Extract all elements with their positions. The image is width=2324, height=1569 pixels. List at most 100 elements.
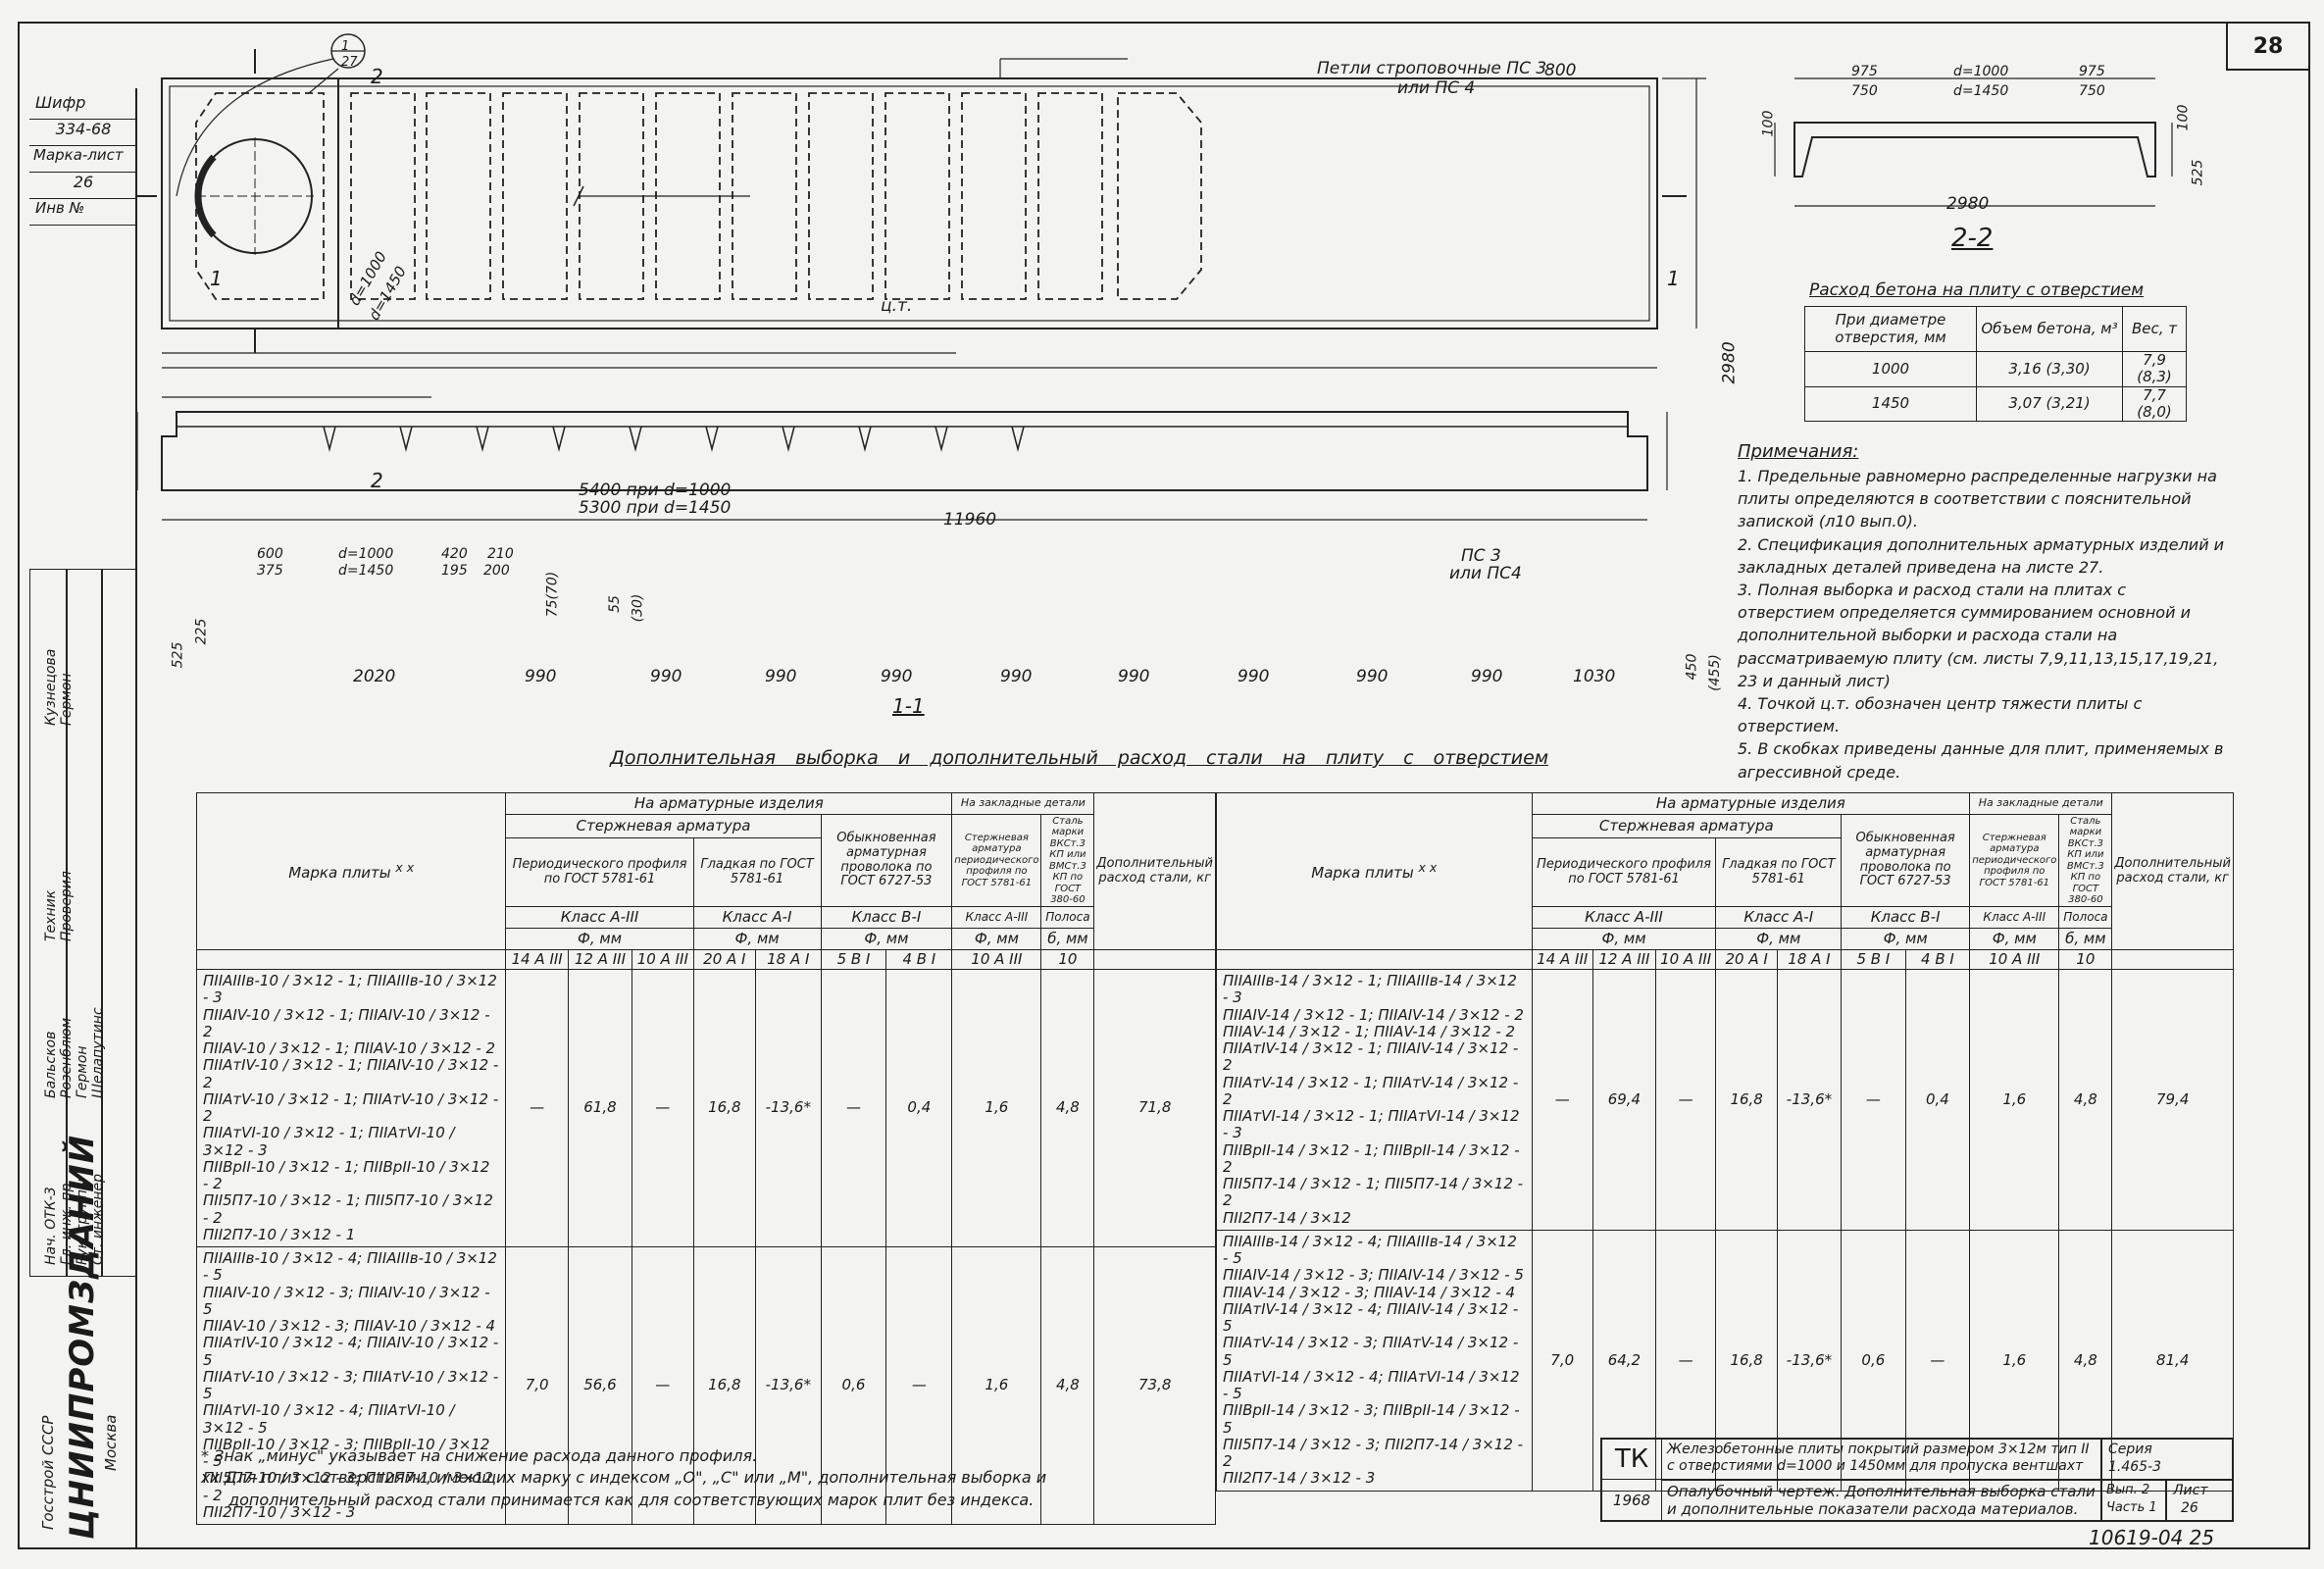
plate-mark: ПIIВрII-10 / 3×12 - 5 xyxy=(203,1435,490,1470)
s22-dim-750: 750 xyxy=(1851,83,1878,99)
h-class-a1: Класс А-I xyxy=(692,906,822,929)
plate-mark: ПIIАIIIв-14 / 3×12 - 3 xyxy=(1223,972,1517,1007)
plate-mark: ПII2П7-10 / 3×12 - 2 xyxy=(203,1469,493,1504)
h-periodic: Периодического профиля по ГОСТ 5781-61 xyxy=(1531,837,1717,907)
value-cell: — xyxy=(820,969,887,1247)
sheet-label: Лист xyxy=(2173,1483,2208,1498)
footnote-2: xx Для плит с отверстиями, имеющих марку… xyxy=(201,1468,1047,1488)
h-delta: б, мм xyxy=(2058,928,2113,950)
h-armature: На арматурные изделия xyxy=(505,792,953,815)
cipher-stamp: Шифр 334-68 Марка-лист 26 Инв № xyxy=(29,93,137,226)
s11-ps-label-2: или ПС4 xyxy=(1449,564,1522,583)
cipher-value: 334-68 xyxy=(29,120,137,146)
plate-mark: ПIIАIIIв-14 / 3×12 - 1; xyxy=(1223,972,1388,989)
plate-mark: ПIIАтVI-14 / 3×12 - 3 xyxy=(1223,1107,1520,1142)
s11-dim-450: 450 xyxy=(1684,653,1700,681)
value-cell: -13,6* xyxy=(1776,1229,1843,1492)
series-label: Серия xyxy=(2108,1442,2152,1457)
plate-mark: ПIIАIIIв-14 / 3×12 - 4; xyxy=(1223,1232,1388,1250)
concrete-row: 1450 3,07 (3,21) 7,7 (8,0) xyxy=(1804,385,2187,422)
plate-mark: ПIIАV-10 / 3×12 - 3; xyxy=(203,1317,354,1335)
mark-line: ПIIАтV-10 / 3×12 - 1; ПIIАтV-10 / 3×12 -… xyxy=(203,1090,499,1126)
s11-dim-990-7: 990 xyxy=(1238,667,1270,686)
dim-5400: 5400 при d=1000 xyxy=(579,481,732,500)
s11-dim-30: (30) xyxy=(630,593,646,623)
series-value: 1.465-3 xyxy=(2108,1459,2162,1475)
section-mark-1-left: 1 xyxy=(210,267,223,290)
h-phi: Ф, мм xyxy=(505,928,694,950)
section-mark-1-right: 1 xyxy=(1667,267,1680,290)
concrete-table: При диаметре отверстия, мм Объем бетона,… xyxy=(1804,306,2187,422)
sub: 10 А III xyxy=(632,949,694,970)
footnotes: * Знак „минус" указывает на снижение рас… xyxy=(201,1445,1046,1511)
value-cell: 1,6 xyxy=(951,969,1042,1247)
mark-line: ПIIВрII-10 / 3×12 - 1; ПIIВрII-10 / 3×12… xyxy=(203,1157,499,1193)
mark-line: ПIIАтV-14 / 3×12 - 1; ПIIАтV-14 / 3×12 -… xyxy=(1223,1073,1526,1109)
h-mark: Марка плиты x x xyxy=(195,792,507,950)
value-cell: 4,8 xyxy=(2058,1229,2113,1492)
h-strip: Полоса xyxy=(1040,906,1095,929)
h-phi: Ф, мм xyxy=(1715,928,1843,950)
value-cell: 1,6 xyxy=(1969,1229,2060,1492)
h-mark: Марка плиты x x xyxy=(1216,792,1533,950)
plate-mark: ПIIАтV-10 / 3×12 - 5 xyxy=(203,1367,499,1402)
org-gosstroy: Госстрой СССР xyxy=(39,1415,57,1530)
concrete-cell: 1450 xyxy=(1804,385,1977,422)
concrete-row: 1000 3,16 (3,30) 7,9 (8,3) xyxy=(1804,351,2187,387)
sub: 20 А I xyxy=(692,949,757,970)
plate-mark: ПIIАтVI-14 / 3×12 - 5 xyxy=(1223,1367,1520,1402)
table-row: ПIIАIIIв-10 / 3×12 - 1; ПIIАIIIв-10 / 3×… xyxy=(195,969,1216,1247)
plate-mark: ПIIВрII-10 / 3×12 - 1; xyxy=(203,1157,364,1176)
name-1: Розенблюм xyxy=(59,1017,75,1098)
plate-mark: ПIIАIV-14 / 3×12 - 3; xyxy=(1223,1266,1379,1285)
marks-cell: ПIIАIIIв-10 / 3×12 - 1; ПIIАIIIв-10 / 3×… xyxy=(195,969,507,1247)
plate-mark: ПIIВрII-10 / 3×12 - 2 xyxy=(203,1157,490,1192)
plate-mark: ПII2П7-14 / 3×12 - 2 xyxy=(1223,1435,1524,1470)
sub: 14 А III xyxy=(1531,949,1593,970)
mark-line: ПIIВрII-14 / 3×12 - 3; ПIIВрII-14 / 3×12… xyxy=(1223,1402,1526,1437)
plate-mark: ПIIАтVI-14 / 3×12 - 1; xyxy=(1223,1107,1389,1125)
mark-line: ПIIАтV-14 / 3×12 - 3; ПIIАтV-14 / 3×12 -… xyxy=(1223,1335,1526,1369)
name-3: Шелапутинс xyxy=(90,1007,106,1098)
plate-mark: ПIIАтV-14 / 3×12 - 1; xyxy=(1223,1073,1383,1091)
marks-cell: ПIIАIIIв-14 / 3×12 - 1; ПIIАIIIв-14 / 3×… xyxy=(1216,969,1533,1231)
concrete-head-diameter: При диаметре отверстия, мм xyxy=(1804,306,1977,352)
name-2: Гермон xyxy=(75,1045,90,1098)
h-delta: б, мм xyxy=(1040,928,1095,950)
section-1-1-title: 1-1 xyxy=(892,694,925,718)
footnote-1: * Знак „минус" указывает на снижение рас… xyxy=(201,1446,758,1465)
plate-mark: ПIIВрII-14 / 3×12 - 3; xyxy=(1223,1401,1384,1420)
role-4: Техник xyxy=(43,889,59,941)
table-row: ПIIАIIIв-14 / 3×12 - 1; ПIIАIIIв-14 / 3×… xyxy=(1216,969,2234,1231)
name-0: Бальсков xyxy=(43,1031,59,1098)
s11-dim-1030: 1030 xyxy=(1573,667,1616,686)
value-cell: 7,0 xyxy=(1531,1229,1593,1492)
sub: 12 А III xyxy=(1591,949,1656,970)
mark-line: ПIIАV-14 / 3×12 - 1; ПIIАV-14 / 3×12 - 2 xyxy=(1223,1023,1526,1040)
h-additional: Дополнительный расход стали, кг xyxy=(2111,792,2234,950)
title-sub: Опалубочный чертеж. Дополнительная выбор… xyxy=(1667,1483,2098,1518)
section-2-2-title: 2-2 xyxy=(1951,224,1994,253)
value-cell: 81,4 xyxy=(2111,1229,2234,1492)
title-main: Железобетонные плиты покрытий размером 3… xyxy=(1667,1442,2098,1475)
note-item: 3. Полная выборка и расход стали на плит… xyxy=(1738,581,2219,690)
mark-line: ПIIАтV-10 / 3×12 - 3; ПIIАтV-10 / 3×12 -… xyxy=(203,1367,499,1403)
plate-mark: ПIIАтV-10 / 3×12 - 3; xyxy=(203,1367,363,1386)
plate-mark: ПII5П7-14 / 3×12 - 3; xyxy=(1223,1435,1386,1453)
mark-line: ПIIАтIV-10 / 3×12 - 1; ПIIАIV-10 / 3×12 … xyxy=(203,1057,499,1091)
sub: 5 В I xyxy=(820,949,887,970)
s22-dim-d1000: d=1000 xyxy=(1953,64,2009,79)
s11-dim-2020: 2020 xyxy=(353,667,396,686)
plate-mark: ПII5П7-14 / 3×12 - 2 xyxy=(1223,1175,1524,1210)
mark-line: ПIIАтIV-10 / 3×12 - 4; ПIIАIV-10 / 3×12 … xyxy=(203,1335,499,1369)
h-rod: Стержневая арматура xyxy=(1531,814,1843,838)
value-cell: 61,8 xyxy=(567,969,633,1247)
value-cell: 7,0 xyxy=(505,1246,569,1525)
callout-top: 1 xyxy=(341,39,350,54)
plate-mark: ПIIАV-14 / 3×12 - 4 xyxy=(1373,1283,1516,1301)
plate-mark: ПIIАV-10 / 3×12 - 4 xyxy=(353,1317,496,1335)
sub: 10 А III xyxy=(951,949,1042,970)
dim-2980: 2980 xyxy=(1719,341,1740,384)
plate-mark: ПIIАтVI-10 / 3×12 - 3 xyxy=(203,1124,455,1159)
s11-dim-990-6: 990 xyxy=(1118,667,1150,686)
